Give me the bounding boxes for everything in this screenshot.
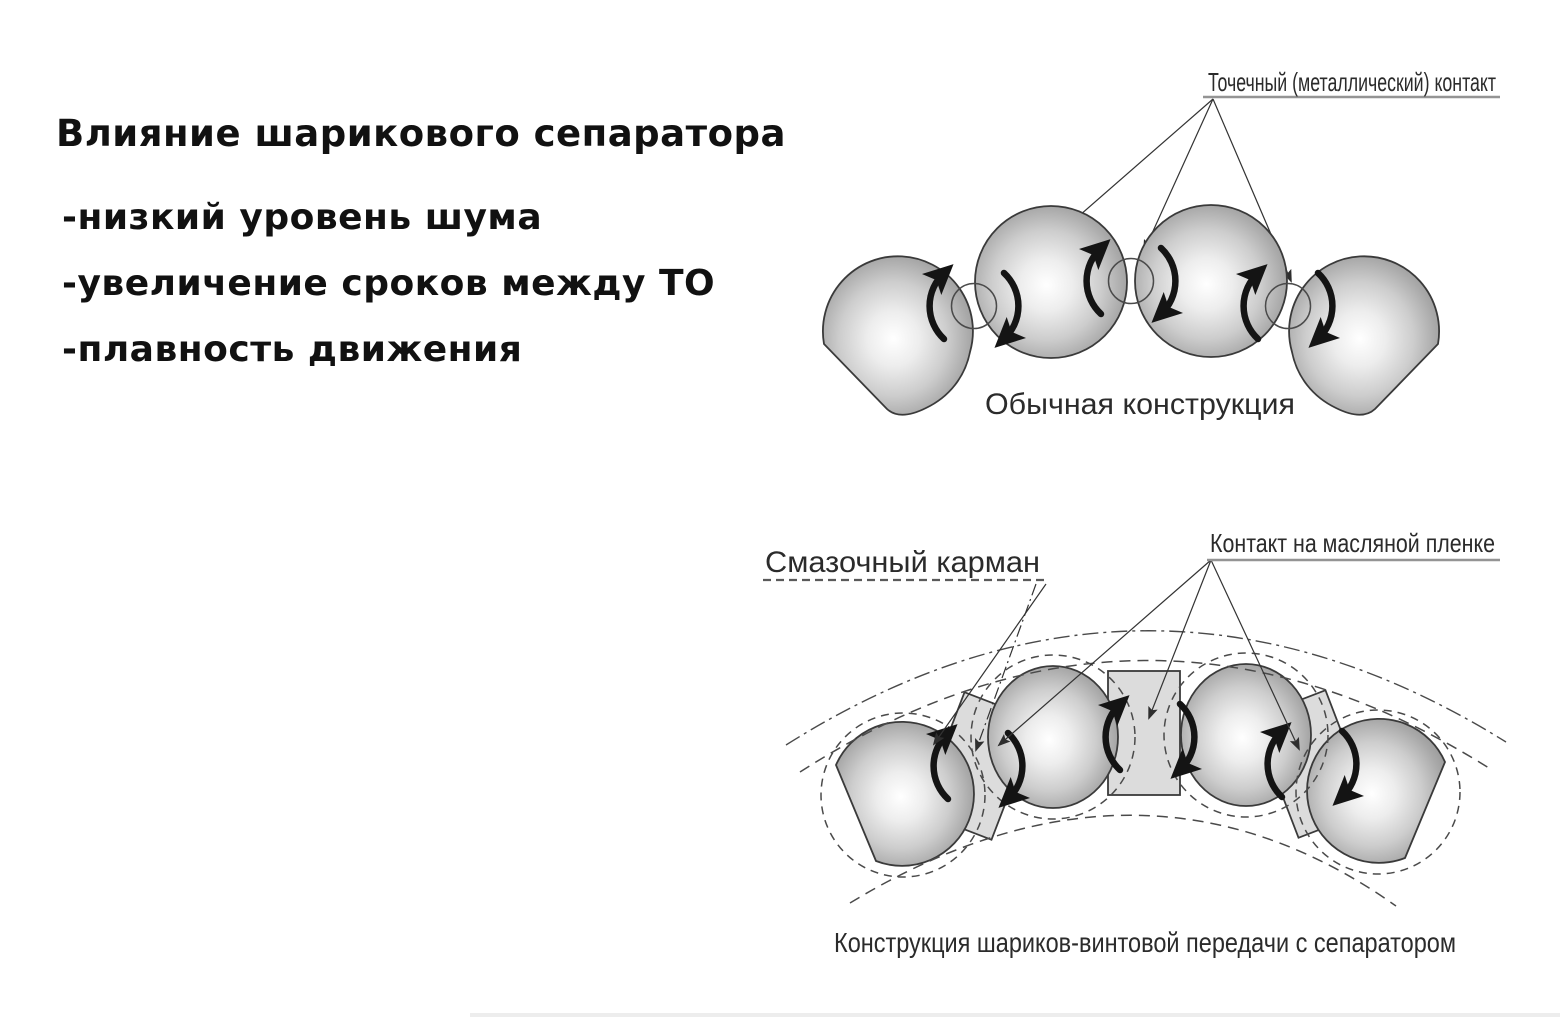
point-contact-circle [1107, 257, 1155, 305]
leader-line [1143, 98, 1214, 253]
raceway-arc [785, 630, 1507, 746]
outer-ball [835, 720, 975, 867]
rotation-arrow-icon [1078, 239, 1111, 318]
raceway-arc [849, 814, 1397, 907]
rotation-arrow-icon [921, 264, 954, 343]
rotation-arrow-icon [1332, 727, 1365, 806]
cage-design-diagram: Смазочный карман Контакт на масляной пле… [763, 528, 1507, 958]
scan-artifact-line [470, 1013, 1560, 1017]
pocket-clearance-circle [820, 712, 986, 878]
rotation-arrow-icon [1235, 264, 1268, 343]
point-contact-circle [1264, 282, 1312, 330]
bullet-item: -увеличение сроков между ТО [62, 263, 716, 304]
outer-ball [822, 255, 974, 416]
ball [974, 205, 1128, 359]
rotation-arrow-icon [1151, 244, 1184, 323]
outer-ball [1288, 255, 1440, 416]
bullet-item: -плавность движения [62, 329, 523, 370]
rotation-arrow-icon [994, 269, 1027, 348]
leader-line [932, 583, 1047, 746]
leader-line [997, 559, 1212, 747]
separator-block [1107, 670, 1181, 796]
bullet-item: -низкий уровень шума [62, 197, 543, 238]
point-contact-circle [950, 282, 998, 330]
rotation-arrow-icon [1308, 269, 1341, 348]
rotation-arrow-icon [1259, 722, 1292, 801]
pocket-clearance-circle [970, 654, 1136, 820]
leader-line [975, 583, 1037, 752]
leader-line [1148, 559, 1212, 720]
ball [1180, 663, 1312, 807]
leader-line [1210, 559, 1300, 751]
intro-text-block: Влияние шарикового сепаратора -низкий ур… [56, 112, 786, 383]
pocket-clearance-circle [1163, 652, 1329, 818]
rotation-arrow-icon [1170, 700, 1203, 779]
rotation-arrow-icon [1097, 695, 1130, 774]
cage-caption: Конструкция шариков-винтовой передачи с … [834, 927, 1456, 958]
ball [1134, 204, 1288, 358]
slide-title: Влияние шарикового сепаратора [56, 112, 786, 155]
raceway-arc [799, 659, 1493, 773]
rotation-arrow-icon [998, 729, 1031, 808]
bullet-list: -низкий уровень шума -увеличение сроков … [56, 185, 786, 383]
pocket-label: Смазочный карман [765, 546, 1040, 579]
conventional-design-diagram: Точечный (металлический) контакт Обычная… [822, 67, 1500, 421]
point-contact-label: Точечный (металлический) контакт [1208, 67, 1496, 97]
oil-film-label: Контакт на масляной пленке [1210, 528, 1495, 558]
pocket-clearance-circle [1295, 709, 1461, 875]
outer-ball [1306, 717, 1446, 864]
conventional-caption: Обычная конструкция [985, 388, 1295, 421]
